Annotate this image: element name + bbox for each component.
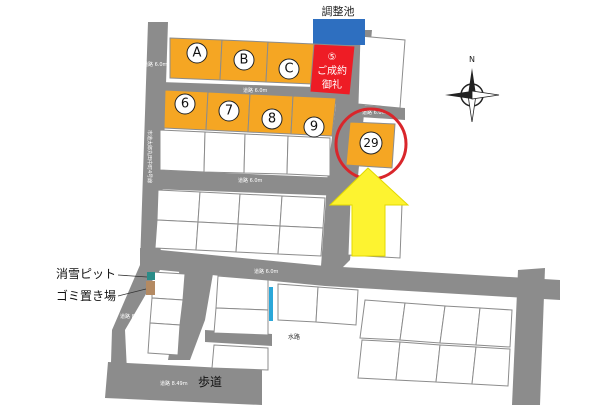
lot-8-badge — [261, 108, 283, 130]
sold-line2: 御礼 — [322, 78, 342, 91]
road-label-top-left: 道路 6.0m — [143, 61, 168, 68]
lot-row3-4 — [279, 195, 326, 229]
lot-left-lower-3 — [147, 322, 181, 356]
lot-7-badge — [218, 100, 240, 122]
lot-right-lower-1 — [277, 283, 319, 323]
lot-far-right-2 — [399, 302, 446, 344]
pond-area — [313, 19, 365, 45]
road-label-lower-left: 道路 8.0m — [120, 313, 145, 320]
waterway-label: 水路 — [288, 333, 300, 341]
road-label-bottom: 道路 8.49m — [160, 380, 188, 387]
garbage-label: ゴミ置き場 — [56, 288, 116, 303]
lot-mid-lower-2 — [213, 307, 269, 336]
lot-B-label: B — [240, 53, 249, 68]
lot-far-right-4 — [475, 307, 513, 348]
lot-9-badge — [303, 116, 325, 138]
sidewalk-label: 歩道 — [198, 374, 222, 389]
lot-row2-1 — [159, 129, 206, 173]
road-label-29: 道路 6.0m — [362, 109, 387, 116]
lot-left-lower-2 — [149, 297, 184, 326]
cross-road — [140, 248, 560, 300]
garbage-area — [146, 281, 155, 295]
snow-pit-leader — [117, 274, 148, 278]
snow-pit — [147, 272, 155, 280]
pointer-arrow — [328, 167, 410, 257]
lot-row4-3 — [235, 223, 281, 255]
lot-8-label: 8 — [268, 112, 276, 127]
compass-needle-n — [468, 68, 476, 95]
snow-pit-label: 消雪ピット — [56, 267, 116, 281]
lot-6-label: 6 — [181, 97, 189, 112]
lot-far-right-7 — [435, 344, 477, 385]
pond-label: 調整池 — [322, 4, 355, 18]
compass-needle-w — [445, 91, 472, 99]
lot-6-badge — [174, 93, 196, 115]
lot-mid-lower-3 — [211, 344, 269, 371]
lot-row2-2 — [203, 131, 246, 174]
lot-5-sold[interactable] — [309, 43, 356, 96]
bottom-road — [105, 362, 262, 405]
lot-row3-2 — [197, 191, 241, 225]
road-label-left-vertical: 市道太郎丸田中町4号線 — [146, 130, 153, 183]
lot-7-label: 7 — [225, 104, 233, 119]
lot-row4-2 — [195, 221, 239, 253]
lot-C-badge — [278, 58, 300, 80]
lot-29-badge — [359, 131, 383, 155]
compass-needle-e — [471, 90, 500, 100]
lot-far-right-5 — [357, 339, 401, 381]
lot-A-label: A — [193, 46, 202, 61]
lot-far-right-8 — [471, 346, 511, 387]
lot-far-right-6 — [395, 341, 441, 383]
lot-row3-3 — [237, 193, 283, 227]
lot-9-label: 9 — [310, 120, 318, 135]
lot-row4-1 — [154, 219, 199, 251]
lot-mid-lower-1 — [215, 275, 269, 311]
lot-row2-4 — [286, 135, 331, 177]
garbage-leader — [117, 288, 147, 297]
lot-row3-1 — [156, 189, 201, 223]
lot-left-lower-1 — [151, 271, 186, 301]
lot-far-right-1 — [359, 299, 406, 341]
road-label-mid2: 道路 6.0m — [238, 177, 263, 184]
lot-C-label: C — [284, 62, 293, 77]
road-label-mid1: 道路 6.0m — [243, 87, 268, 94]
lot-row4-4 — [277, 225, 324, 257]
lot-29-label: 29 — [363, 136, 378, 150]
lot-right-lower-2 — [315, 286, 359, 326]
lot-right-top-1 — [357, 35, 406, 109]
sold-number: ⑤ — [328, 52, 337, 63]
sold-line1: ご成約 — [317, 64, 347, 77]
compass-north-label: N — [469, 55, 475, 64]
lot-B-badge — [233, 49, 255, 71]
right-end-road — [512, 268, 545, 405]
waterway — [269, 287, 273, 321]
lot-9[interactable] — [290, 95, 337, 137]
road-label-cross: 道路 6.0m — [254, 268, 279, 275]
left-vertical-road — [110, 22, 168, 395]
lots-white — [147, 35, 513, 387]
north-compass: N — [445, 55, 500, 123]
mid-road-1 — [152, 170, 345, 196]
lot-row2-3 — [243, 133, 289, 175]
lot-A-badge — [186, 42, 208, 64]
lot-far-right-3 — [439, 305, 481, 346]
